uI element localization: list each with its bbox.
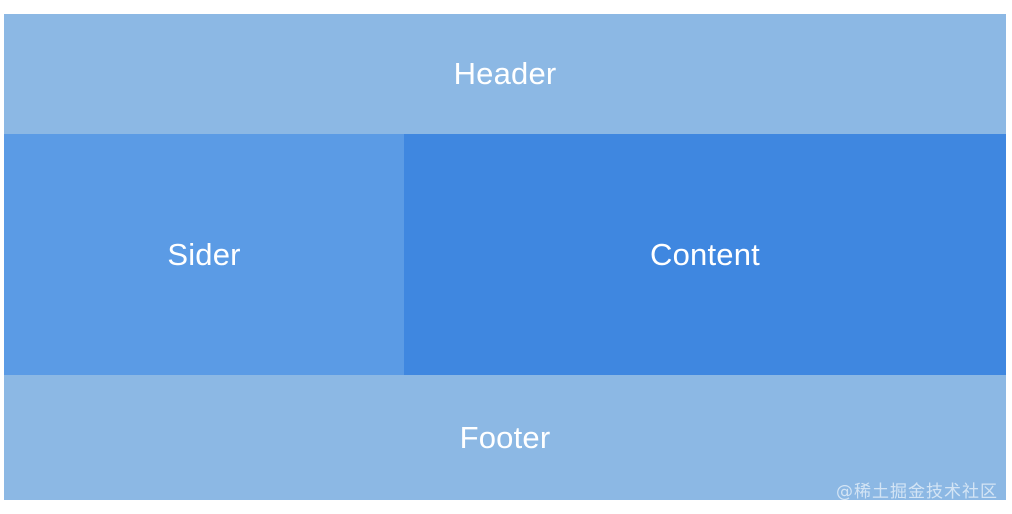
layout-header: Header [4,14,1006,134]
layout-middle-row: Sider Content [4,134,1006,375]
layout-footer: Footer [4,375,1006,500]
layout-container: Header Sider Content Footer [4,14,1006,500]
content-label: Content [650,236,760,272]
header-label: Header [453,56,557,91]
footer-label: Footer [459,419,551,455]
layout-content: Content [404,134,1006,375]
layout-sider: Sider [4,134,404,375]
sider-label: Sider [167,236,241,272]
